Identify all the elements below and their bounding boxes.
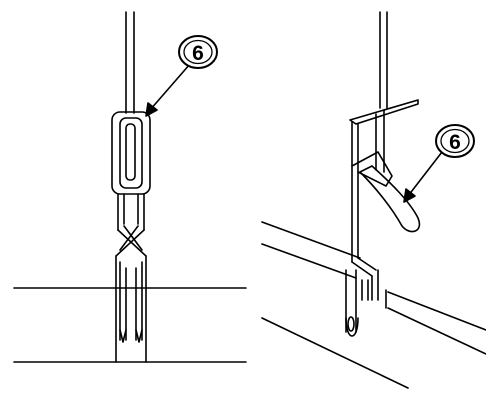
left-callout-label: 6 <box>192 42 204 65</box>
threader-lever <box>359 165 421 233</box>
right-needle-bar-shaft <box>379 11 388 109</box>
left-callout-arrow <box>145 63 191 117</box>
threader-hook <box>115 193 147 257</box>
needle-plate <box>261 221 486 389</box>
needle-clamp <box>111 111 151 195</box>
right-needle <box>345 257 379 337</box>
right-panel <box>261 11 486 389</box>
needle-bar-shaft <box>125 11 135 114</box>
right-callout-arrow <box>403 151 443 203</box>
right-callout-label: 6 <box>449 131 461 154</box>
needle <box>115 255 147 363</box>
threader-blade <box>349 99 419 263</box>
right-callout-badge: 6 <box>435 124 475 158</box>
left-callout-badge: 6 <box>178 35 218 69</box>
left-panel <box>13 11 247 363</box>
